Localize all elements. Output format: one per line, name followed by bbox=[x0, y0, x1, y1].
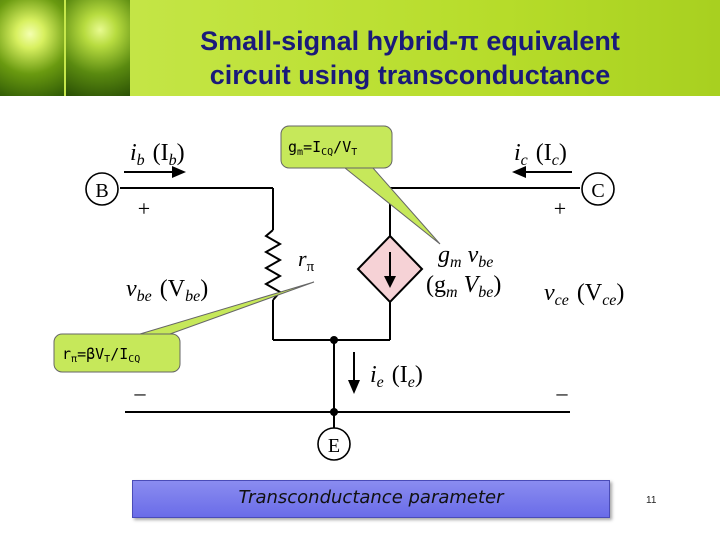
slide-title: Small-signal hybrid-π equivalent circuit… bbox=[150, 24, 670, 92]
terminal-collector-label: C bbox=[591, 180, 604, 202]
circuit-wires bbox=[120, 187, 580, 428]
callout-rpi-box bbox=[53, 333, 181, 373]
minus-right: – bbox=[556, 380, 569, 405]
title-line-2: circuit using transconductance bbox=[209, 60, 611, 90]
label-vbe: vbe(Vbe) bbox=[126, 276, 208, 305]
lightbulb-image-left bbox=[0, 0, 64, 96]
terminal-collector bbox=[581, 172, 615, 206]
label-ie: ie(Ie) bbox=[370, 362, 423, 391]
callout-gm-box bbox=[280, 125, 393, 169]
node-dot-top bbox=[330, 336, 338, 344]
footer-banner: Transconductance parameter bbox=[132, 480, 610, 518]
ie-arrow-icon bbox=[348, 380, 360, 394]
lightbulb-image-right bbox=[66, 0, 130, 96]
footer-text: Transconductance parameter bbox=[238, 487, 504, 508]
page-number: 11 bbox=[646, 495, 657, 506]
node-dot-bottom bbox=[330, 408, 338, 416]
callout-gm-text: gm=ICQ/VT bbox=[288, 138, 357, 158]
source-arrow-icon bbox=[384, 276, 396, 288]
title-line-1: Small-signal hybrid-π equivalent bbox=[200, 26, 620, 56]
label-vce: vce(Vce) bbox=[544, 280, 624, 309]
callout-rpi: rπ=βVT/ICQ bbox=[53, 281, 315, 373]
label-ic: ic(Ic) bbox=[514, 140, 567, 169]
ic-arrow-icon bbox=[512, 166, 526, 178]
circuit-diagram: B C E + + – – ib(Ib) ic(Ic) vbe(Vbe) vce… bbox=[53, 125, 624, 461]
plus-right: + bbox=[554, 196, 566, 221]
callout-rpi-text: rπ=βVT/ICQ bbox=[62, 345, 140, 365]
label-ib: ib(Ib) bbox=[130, 140, 185, 169]
callout-gm-pointer bbox=[343, 167, 441, 245]
label-rpi: rπ bbox=[298, 246, 315, 275]
terminal-base bbox=[85, 172, 119, 206]
terminal-emitter bbox=[317, 427, 351, 461]
resistor-rpi bbox=[263, 229, 283, 301]
terminal-emitter-label: E bbox=[328, 435, 340, 457]
plus-left: + bbox=[138, 196, 150, 221]
terminal-base-label: B bbox=[95, 180, 108, 202]
ib-arrow-icon bbox=[172, 166, 186, 178]
callout-gm: gm=ICQ/VT bbox=[280, 125, 441, 245]
minus-left: – bbox=[134, 380, 147, 405]
